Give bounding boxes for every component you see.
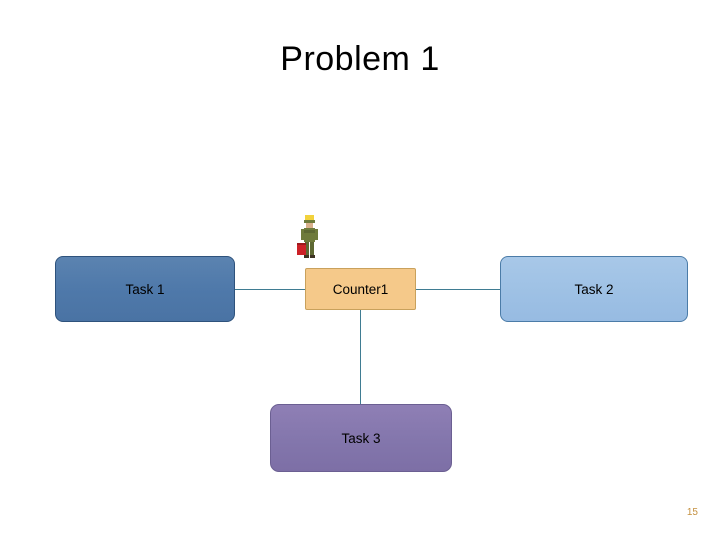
connector-counter1-task2: [416, 289, 500, 290]
node-task2[interactable]: Task 2: [500, 256, 688, 322]
node-task1-label: Task 1: [125, 281, 165, 297]
node-task3-label: Task 3: [341, 430, 381, 446]
connector-counter1-task3: [360, 310, 361, 404]
node-task3[interactable]: Task 3: [270, 404, 452, 472]
page-title: Problem 1: [280, 40, 440, 78]
page-number: 15: [686, 507, 698, 518]
node-counter1[interactable]: Counter1: [305, 268, 416, 310]
node-task1[interactable]: Task 1: [55, 256, 235, 322]
person-icon: [297, 215, 318, 258]
node-counter1-label: Counter1: [332, 281, 389, 297]
connector-task1-counter1: [235, 289, 305, 290]
node-task2-label: Task 2: [574, 281, 614, 297]
